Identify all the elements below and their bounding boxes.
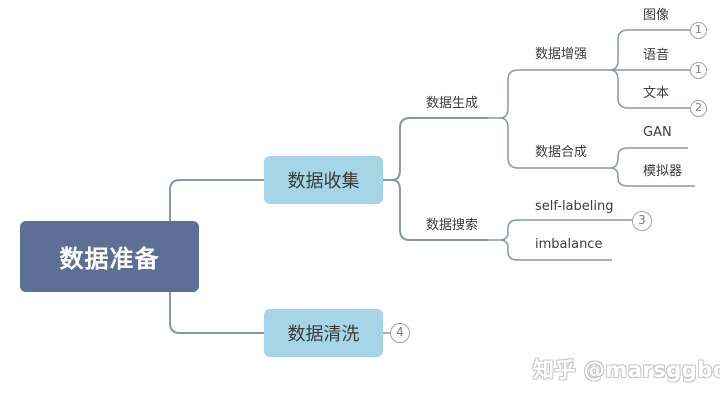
link-generate-synth (499, 117, 598, 169)
topic-data-search[interactable]: 数据搜索 (426, 218, 479, 233)
link-root-clean (169, 292, 264, 334)
link-augment-text (609, 69, 690, 109)
branch-label: 数据收集 (287, 171, 360, 192)
topic-imbalance[interactable]: imbalance (535, 237, 603, 252)
topic-gan[interactable]: GAN (643, 125, 672, 140)
branch-label: 数据清洗 (287, 324, 360, 345)
link-synth-gan (598, 147, 688, 169)
note-count-badge[interactable]: 1 (690, 22, 707, 39)
topic-simulator[interactable]: 模拟器 (643, 164, 683, 179)
note-count-badge[interactable]: 3 (632, 211, 652, 231)
topic-data-augmentation[interactable]: 数据增强 (535, 47, 588, 62)
topic-image[interactable]: 图像 (643, 8, 670, 23)
branch-data-cleaning[interactable]: 数据清洗 (264, 309, 383, 357)
root-node[interactable]: 数据准备 (20, 221, 199, 292)
topic-data-generation[interactable]: 数据生成 (426, 96, 479, 111)
root-label: 数据准备 (59, 245, 160, 273)
link-collect-search (391, 179, 488, 241)
link-generate-augment (488, 69, 598, 119)
link-synth-sim (609, 167, 695, 187)
topic-audio[interactable]: 语音 (643, 48, 670, 63)
note-count-badge[interactable]: 2 (690, 100, 707, 117)
topic-data-synthesis[interactable]: 数据合成 (535, 145, 588, 160)
link-root-collect (169, 179, 264, 221)
link-search-imbalance (499, 239, 612, 261)
topic-text[interactable]: 文本 (643, 86, 670, 101)
link-collect-generate (383, 117, 488, 181)
note-count-badge[interactable]: 1 (690, 62, 707, 79)
topic-self-labeling[interactable]: self-labeling (535, 199, 614, 214)
link-search-selflabel (488, 219, 632, 241)
watermark: 知乎 @marsggbo (533, 358, 720, 382)
note-count-badge[interactable]: 4 (390, 323, 410, 343)
branch-data-collection[interactable]: 数据收集 (264, 156, 383, 204)
